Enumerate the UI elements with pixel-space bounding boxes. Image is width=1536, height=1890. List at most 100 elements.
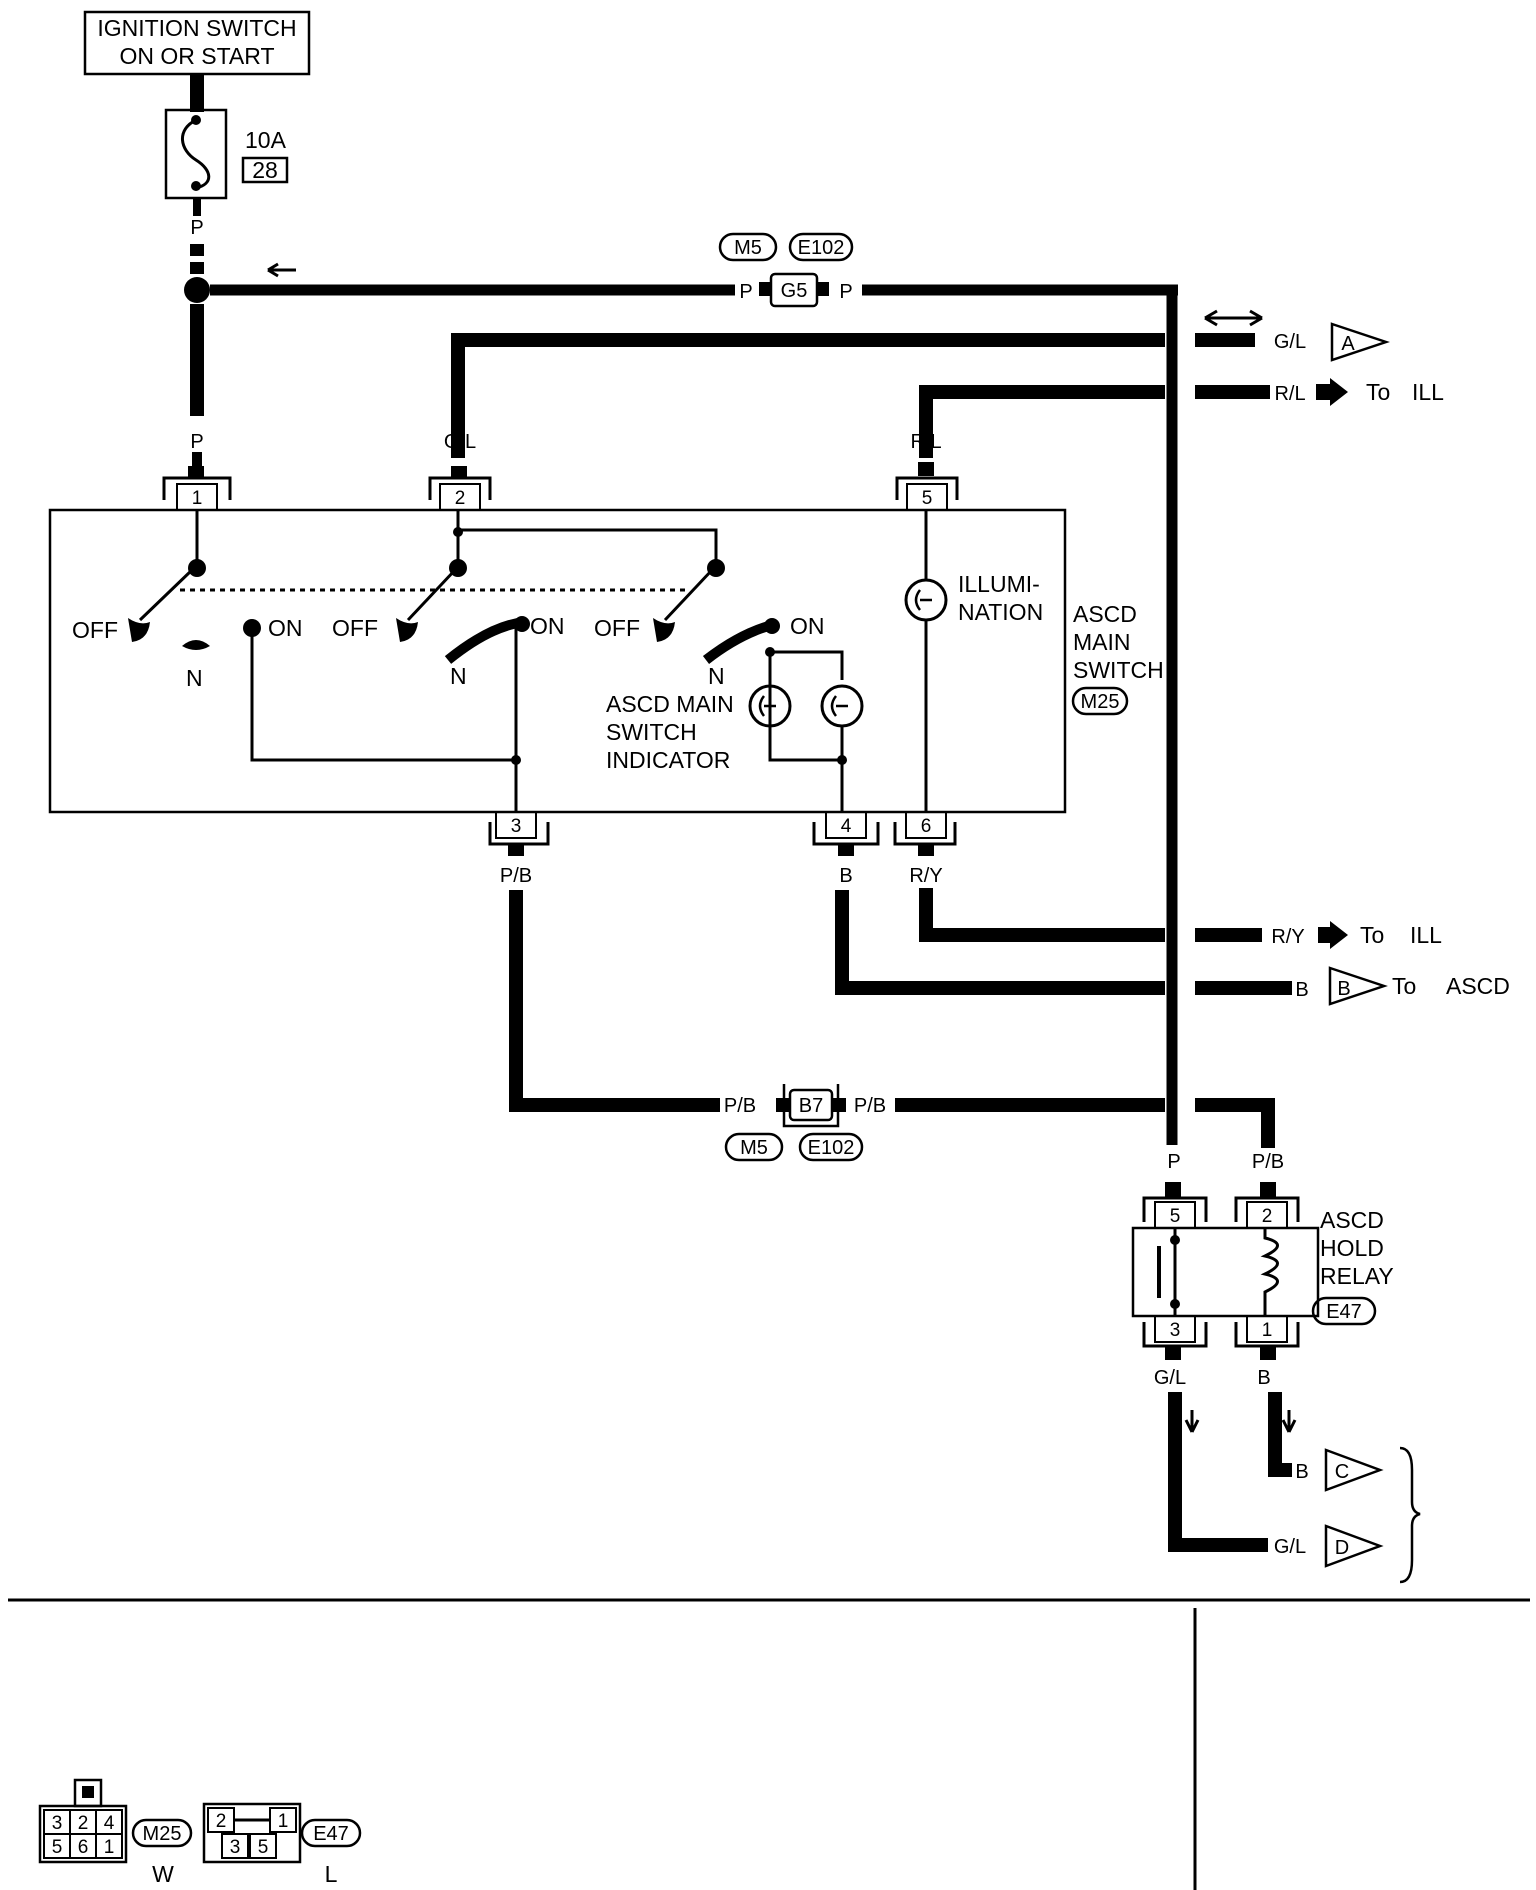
to-ill-bottom-ill: ILL	[1410, 922, 1442, 948]
to-ill-top-to: To	[1366, 379, 1390, 405]
fuse-number-box	[241, 156, 289, 184]
fuse-number: 28	[252, 157, 278, 183]
wire-label-p-pin1: P	[190, 431, 203, 453]
wire-label-b-c: B	[1295, 1461, 1308, 1483]
connector-a-label: A	[1341, 333, 1355, 355]
pin-4-label: 4	[841, 816, 852, 837]
e47-bottom-1: 3	[230, 1837, 241, 1858]
badge-m5-mid-text: M5	[740, 1137, 768, 1159]
wire-label-p-g5-left: P	[739, 281, 752, 303]
power-source-line1: IGNITION SWITCH	[97, 15, 296, 41]
connector-view-e47	[202, 1802, 362, 1864]
connector-arrow-d	[1324, 1524, 1384, 1568]
connector-arrow-a	[1330, 322, 1390, 362]
switch-connector-id: M25	[1081, 691, 1120, 713]
wire-rl-top	[919, 385, 1165, 458]
m25-bottom-2: 6	[78, 1837, 89, 1858]
wire-label-pb-relay: P/B	[1252, 1151, 1284, 1173]
pin-6-label: 6	[921, 816, 932, 837]
pos-off-1: OFF	[72, 617, 118, 643]
wire-label-p-fuse: P	[190, 217, 203, 239]
wire-label-b-ascd: B	[1295, 979, 1308, 1001]
e47-view-id: E47	[313, 1823, 349, 1845]
pos-n-3: N	[708, 663, 725, 689]
pos-on-2: ON	[530, 613, 565, 639]
m25-bottom-1: 5	[52, 1837, 63, 1858]
connector-arrow-c	[1324, 1448, 1384, 1492]
indicator-line1: ASCD MAIN	[606, 691, 734, 717]
wire-label-gl-a: G/L	[1274, 331, 1306, 353]
wire-label-gl-relay3: G/L	[1154, 1367, 1186, 1389]
relay-pin-1-label: 1	[1262, 1320, 1273, 1341]
pos-on-3: ON	[790, 613, 825, 639]
wire-ry	[919, 888, 1165, 942]
badge-e102-mid	[798, 1132, 864, 1162]
m25-view-id: M25	[143, 1823, 182, 1845]
wire-label-p-g5-right: P	[839, 281, 852, 303]
pos-off-2: OFF	[332, 615, 378, 641]
pos-off-3: OFF	[594, 615, 640, 641]
connector-b-label: B	[1337, 978, 1350, 1000]
pos-on-1: ON	[268, 615, 303, 641]
pos-n-1: N	[186, 665, 203, 691]
m25-bottom-3: 1	[104, 1837, 115, 1858]
badge-e102-mid-text: E102	[808, 1137, 855, 1159]
wire-label-pb-b7-left: P/B	[724, 1095, 756, 1117]
power-source-line2: ON OR START	[119, 43, 274, 69]
brace	[1399, 1446, 1421, 1584]
switch-name-line1: ASCD	[1073, 601, 1137, 627]
indicator-line2: SWITCH	[606, 719, 697, 745]
illumination-lamp	[904, 578, 948, 622]
wire-label-pb-pin3: P/B	[500, 865, 532, 887]
fuse-element	[181, 118, 211, 190]
wire-gl-top	[451, 333, 1165, 458]
joint-g5-label: G5	[781, 280, 808, 302]
wire-label-ry-pin6: R/Y	[909, 865, 942, 887]
wire-label-rl-pin5: R/L	[910, 431, 941, 453]
connector-view-m25	[38, 1778, 193, 1864]
wire-gl-out	[1168, 1392, 1268, 1552]
ascd-hold-relay-box	[1131, 1226, 1320, 1318]
ascd-main-switch-box	[48, 508, 1067, 814]
relay-pin-2-box	[1246, 1201, 1288, 1229]
e47-bottom-2: 5	[258, 1837, 269, 1858]
to-ill-top-ill: ILL	[1412, 379, 1444, 405]
pos-n-2: N	[450, 663, 467, 689]
illumination-line2: NATION	[958, 599, 1043, 625]
pin-3-label: 3	[511, 816, 522, 837]
relay-pin-1-box	[1246, 1315, 1288, 1343]
m25-view-color: W	[152, 1861, 174, 1887]
switch-name-line3: SWITCH	[1073, 657, 1164, 683]
switch-name-line2: MAIN	[1073, 629, 1131, 655]
badge-m25	[1071, 686, 1129, 716]
wire-label-b-pin4: B	[839, 865, 852, 887]
wire-label-gl-d: G/L	[1274, 1536, 1306, 1558]
pin-2-label: 2	[455, 488, 466, 509]
wire-label-pb-b7-right: P/B	[854, 1095, 886, 1117]
badge-m5-top	[718, 232, 778, 262]
badge-e102-top-text: E102	[798, 237, 845, 259]
pin-1-label: 1	[192, 488, 203, 509]
splice-node	[184, 277, 210, 303]
wire-label-p-relay: P	[1167, 1151, 1180, 1173]
relay-pin-3-label: 3	[1170, 1320, 1181, 1341]
connector-c-label: C	[1335, 1461, 1349, 1483]
wire-pb	[509, 890, 720, 1112]
fuse-rating: 10A	[245, 127, 287, 153]
m25-top-2: 2	[78, 1813, 89, 1834]
relay-connector-id: E47	[1326, 1301, 1362, 1323]
joint-b7-label: B7	[799, 1095, 823, 1117]
illumination-line1: ILLUMI-	[958, 571, 1040, 597]
relay-name-line2: HOLD	[1320, 1235, 1384, 1261]
relay-coil	[1260, 1228, 1279, 1316]
wire-label-b-relay1: B	[1257, 1367, 1270, 1389]
wire-b-out	[1268, 1392, 1292, 1477]
m25-top-3: 4	[104, 1813, 115, 1834]
connector-arrow-b	[1328, 966, 1388, 1006]
to-ill-bottom-to: To	[1360, 922, 1384, 948]
wire-label-rl-ill: R/L	[1274, 383, 1305, 405]
relay-name-line1: ASCD	[1320, 1207, 1384, 1233]
pin-2-box	[439, 483, 481, 511]
wire-label-gl-pin2: G/L	[444, 431, 476, 453]
